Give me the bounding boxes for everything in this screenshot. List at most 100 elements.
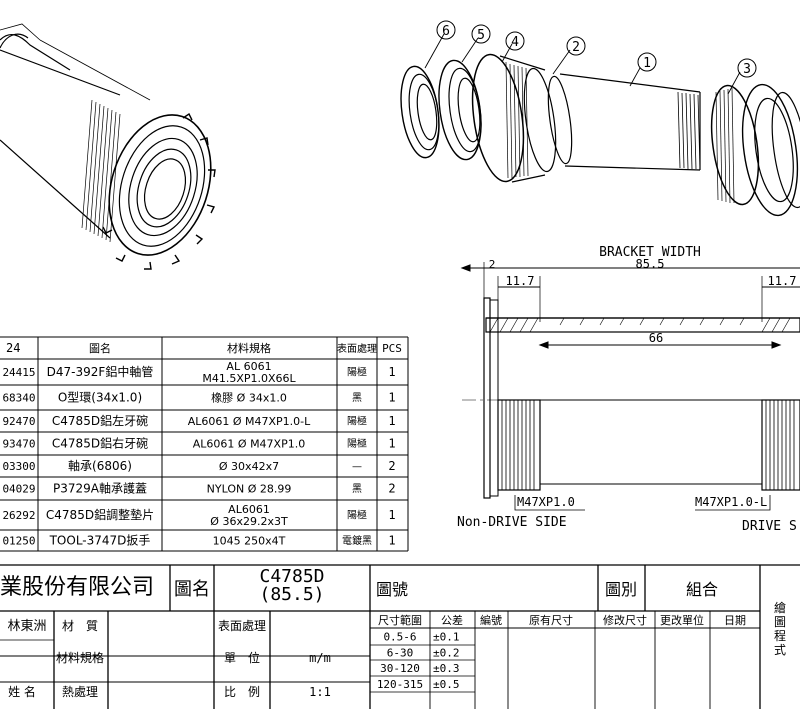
dim-66: 66 bbox=[649, 331, 663, 345]
bom-finish: 電鍍黑 bbox=[342, 534, 372, 547]
scale-value: 1:1 bbox=[309, 685, 331, 699]
dim-11-7-left: 11.7 bbox=[506, 274, 535, 288]
bom-finish: 陽極 bbox=[347, 415, 367, 428]
bom-part-name: C4785D鋁右牙碗 bbox=[52, 436, 148, 451]
category-value: 組合 bbox=[686, 580, 718, 599]
svg-text:2: 2 bbox=[572, 40, 580, 55]
bom-pcs: 1 bbox=[388, 414, 395, 428]
bom-header-finish: 表面處理 bbox=[337, 342, 377, 355]
bom-finish: 陽極 bbox=[347, 437, 367, 450]
bom-pcs: 2 bbox=[388, 482, 395, 496]
tol-header-tolerance: 公差 bbox=[441, 613, 463, 627]
dim-2: 2 bbox=[489, 258, 496, 271]
bom-code: 68340 bbox=[2, 391, 35, 404]
drawing-name: C4785D(85.5) bbox=[259, 566, 324, 605]
material-spec-label: 材料規格 bbox=[56, 650, 104, 665]
bom-header-spec: 材料規格 bbox=[227, 341, 271, 355]
bom-pcs: 1 bbox=[388, 534, 395, 548]
bom-finish: — bbox=[352, 462, 362, 473]
bom-part-name: TOOL-3747D扳手 bbox=[49, 534, 151, 548]
bom-pcs: 1 bbox=[388, 508, 395, 522]
bom-header-name: 圖名 bbox=[89, 341, 111, 355]
svg-text:3: 3 bbox=[743, 62, 751, 77]
callout-1: 1 bbox=[637, 52, 657, 72]
tol-header-range: 尺寸範圍 bbox=[378, 613, 422, 627]
callout-2: 2 bbox=[566, 36, 586, 56]
svg-text:6: 6 bbox=[442, 24, 450, 39]
bracket-width-value: 85.5 bbox=[636, 257, 665, 271]
company-name: 業股份有限公司 bbox=[0, 575, 154, 600]
drawing-no-label: 圖號 bbox=[376, 580, 408, 599]
bom-spec: Ø 30x42x7 bbox=[219, 460, 279, 473]
tol-range: 6-30 bbox=[387, 647, 414, 660]
non-drive-side-label: Non-DRIVE SIDE bbox=[457, 515, 567, 530]
bom-finish: 黑 bbox=[352, 392, 362, 404]
bom-finish: 陽極 bbox=[347, 366, 367, 379]
drawing-name-label: 圖名 bbox=[174, 579, 210, 600]
unit-label: 單 位 bbox=[224, 650, 260, 665]
rev-header-no: 編號 bbox=[480, 613, 502, 627]
bom-part-name: 軸承(6806) bbox=[68, 459, 132, 473]
svg-text:5: 5 bbox=[477, 28, 485, 43]
title-block: 業股份有限公司 圖名 C4785D(85.5) 圖號 圖別 組合 林東洲 材 質… bbox=[0, 564, 800, 709]
bom-pcs: 1 bbox=[388, 365, 395, 379]
bom-code: 03300 bbox=[2, 460, 35, 473]
dim-11-7-right: 11.7 bbox=[768, 274, 797, 288]
bom-code: 26292 bbox=[2, 509, 35, 522]
material-label: 材 質 bbox=[62, 618, 98, 633]
svg-text:1: 1 bbox=[643, 56, 651, 71]
tol-value: ±0.2 bbox=[433, 647, 460, 660]
bom-code: 01250 bbox=[2, 534, 35, 547]
callout-6: 6 bbox=[436, 20, 456, 40]
bom-part-name: P3729A軸承護蓋 bbox=[53, 481, 147, 496]
designer-name: 林東洲 bbox=[7, 618, 46, 634]
heat-treatment-label: 熱處理 bbox=[62, 685, 98, 699]
thread-left: M47XP1.0 bbox=[517, 495, 575, 509]
drive-side-label: DRIVE S bbox=[742, 519, 797, 534]
bom-pcs: 2 bbox=[388, 459, 395, 473]
bom-spec: NYLON Ø 28.99 bbox=[207, 482, 292, 495]
thread-right: M47XP1.0-L bbox=[695, 495, 767, 509]
bom-spec: AL6061 Ø M47XP1.0-L bbox=[188, 415, 311, 428]
bom-part-name: C4785D鋁調整墊片 bbox=[46, 507, 154, 522]
callout-4: 4 bbox=[505, 31, 525, 51]
tol-value: ±0.3 bbox=[433, 662, 460, 675]
bom-header-first: 24 bbox=[6, 341, 20, 355]
unit-value: m/m bbox=[309, 651, 331, 665]
bom-finish: 陽極 bbox=[347, 509, 367, 522]
bom-part-name: C4785D鋁左牙碗 bbox=[52, 413, 148, 428]
svg-text:4: 4 bbox=[511, 35, 519, 50]
side-vertical-label: 繪圖程式 bbox=[774, 600, 786, 657]
bom-part-name: O型環(34x1.0) bbox=[58, 391, 142, 405]
surface-treatment-label: 表面處理 bbox=[218, 619, 266, 633]
bom-code: 04029 bbox=[2, 482, 35, 495]
bom-spec: 1045 250x4T bbox=[213, 534, 286, 547]
bom-finish: 黑 bbox=[352, 483, 362, 495]
section-view: BRACKET WIDTH 85.5 2 11.7 11.7 66 bbox=[457, 245, 800, 534]
tol-value: ±0.5 bbox=[433, 678, 460, 691]
tol-value: ±0.1 bbox=[433, 631, 460, 644]
callout-5: 5 bbox=[471, 24, 491, 44]
bom-code: 93470 bbox=[2, 437, 35, 450]
scale-label: 比 例 bbox=[224, 685, 260, 699]
bom-code: 24415 bbox=[2, 366, 35, 379]
bom-spec: AL6061 Ø M47XP1.0 bbox=[193, 437, 305, 450]
rev-header-original: 原有尺寸 bbox=[529, 613, 573, 627]
category-label: 圖別 bbox=[605, 580, 637, 599]
callout-3: 3 bbox=[737, 58, 757, 78]
bom-pcs: 1 bbox=[388, 437, 395, 451]
rev-header-modified: 修改尺寸 bbox=[603, 613, 647, 627]
tol-range: 0.5-6 bbox=[383, 631, 416, 644]
bracket-width-label: BRACKET WIDTH bbox=[599, 245, 701, 260]
rev-header-date: 日期 bbox=[724, 614, 746, 627]
bom-pcs: 1 bbox=[388, 391, 395, 405]
bom-header-pcs: PCS bbox=[382, 342, 402, 355]
exploded-view-right bbox=[400, 33, 800, 217]
rev-header-unit: 更改單位 bbox=[660, 613, 704, 627]
